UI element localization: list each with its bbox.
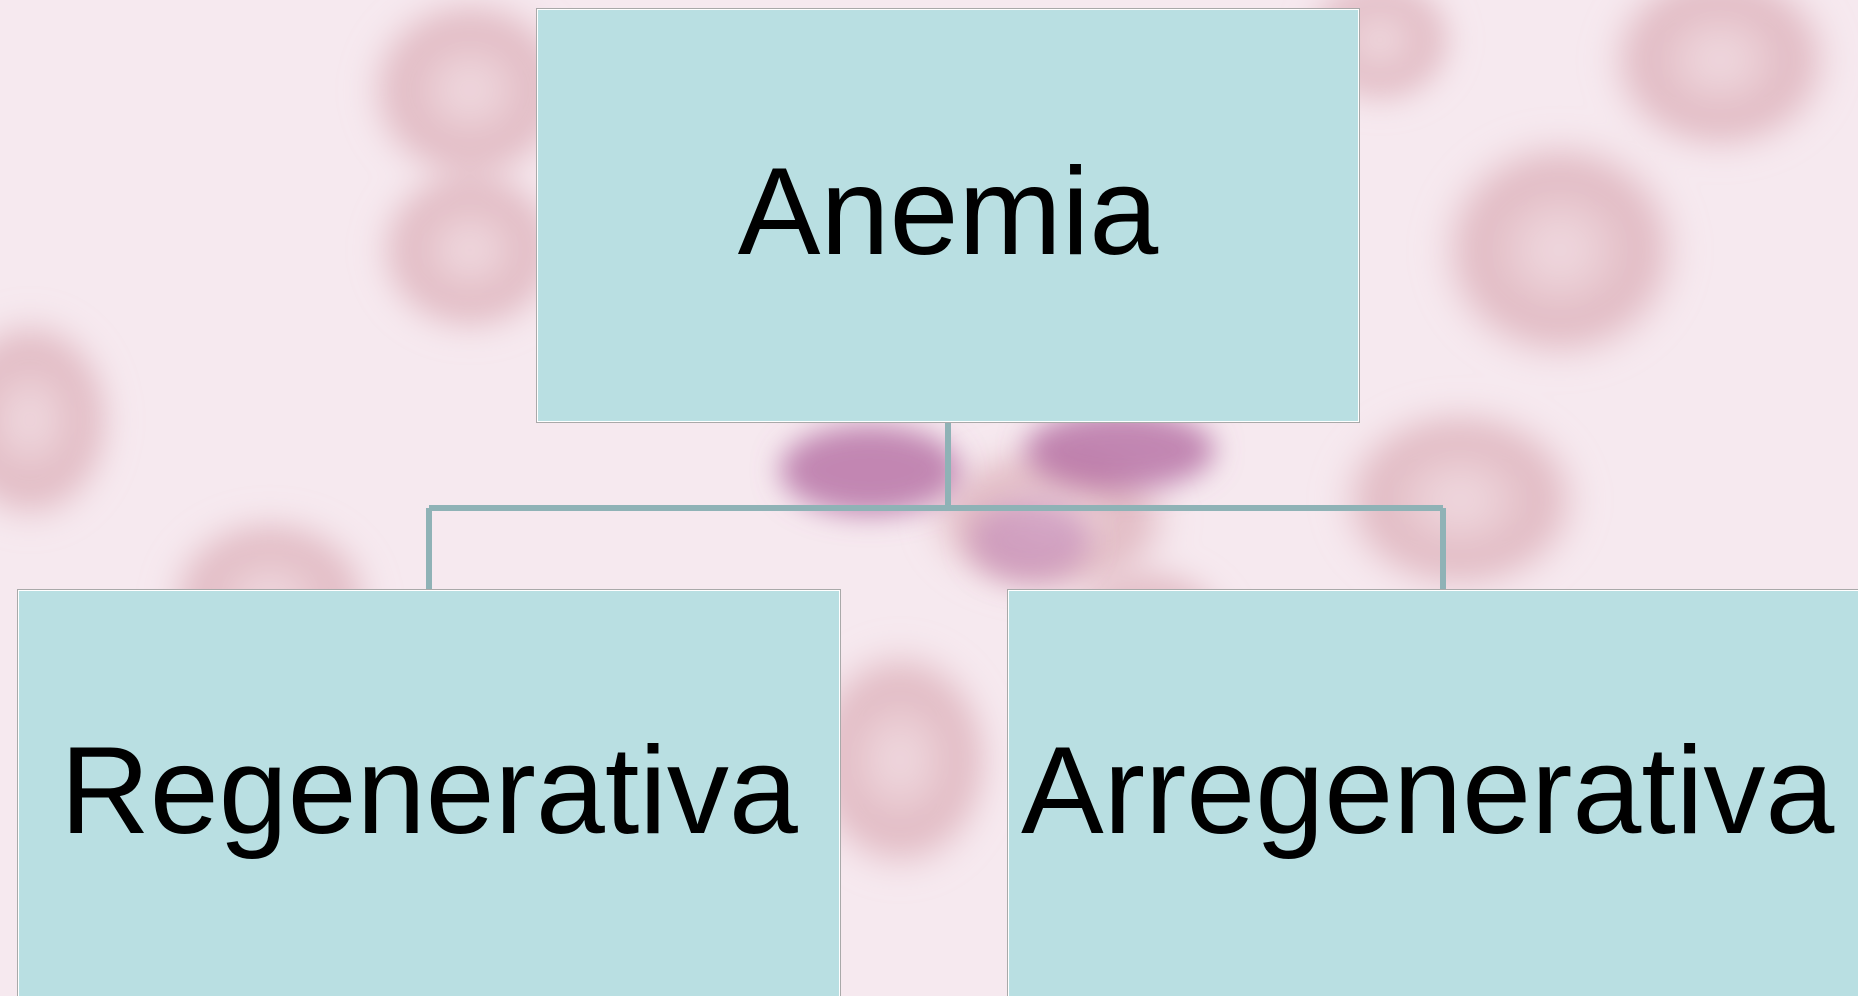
node-anemia-label: Anemia <box>738 150 1158 274</box>
node-arregenerativa-label: Arregenerativa <box>1021 729 1834 853</box>
node-arregenerativa: Arregenerativa <box>1008 590 1858 996</box>
node-regenerativa-label: Regenerativa <box>60 729 798 853</box>
node-regenerativa: Regenerativa <box>18 590 840 996</box>
node-anemia: Anemia <box>537 9 1359 422</box>
